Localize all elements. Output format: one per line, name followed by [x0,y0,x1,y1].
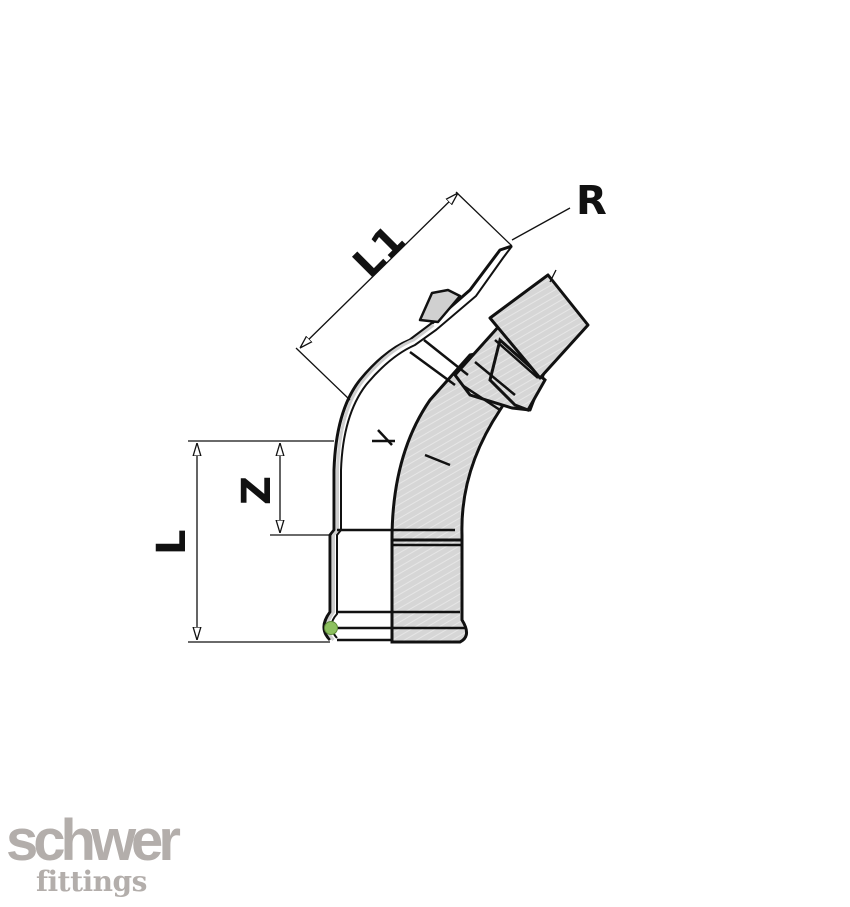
dimension-label-r: R [576,178,607,224]
dimension-l1 [295,192,513,401]
dimension-r [511,207,571,283]
dimension-label-z: Z [234,476,280,505]
logo-brand-text: schwer [6,808,181,873]
dimension-z [270,440,334,536]
dimension-label-l1: L1 [345,217,415,287]
fitting-body-filled [390,273,590,644]
logo-sub-text: fittings [36,865,147,898]
schwer-fittings-logo: schwer fittings [6,808,181,898]
dimension-l [188,440,330,643]
seal-ring [324,621,338,635]
dimension-label-l: L [149,530,195,556]
